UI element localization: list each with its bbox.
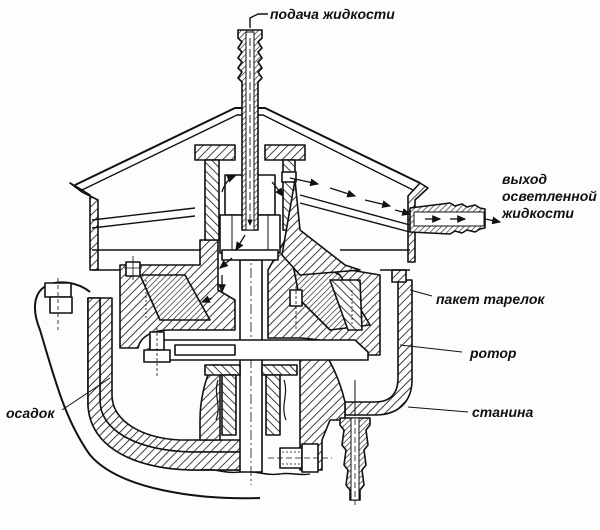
rotor-bolts xyxy=(124,256,303,378)
outlet-nozzle xyxy=(409,202,486,235)
main-shaft xyxy=(239,250,263,485)
bearings xyxy=(204,364,298,436)
label-outlet-line1: выход xyxy=(502,171,547,187)
central-cap xyxy=(194,144,361,276)
label-sediment: осадок xyxy=(6,405,55,421)
frame-housing xyxy=(33,269,413,500)
label-outlet-line2: осветленной xyxy=(502,188,597,204)
leader-lines xyxy=(61,289,469,413)
label-rotor: ротор xyxy=(469,345,517,361)
inlet-pipe xyxy=(237,13,268,231)
drain-nozzle xyxy=(339,380,371,505)
label-frame: станина xyxy=(472,404,533,420)
label-inlet: подача жидкости xyxy=(270,6,395,22)
label-disc-stack: пакет тарелок xyxy=(436,291,545,307)
flow-arrows xyxy=(200,175,502,303)
base-bolt xyxy=(268,443,332,473)
label-outlet-line3: жидкости xyxy=(501,205,574,221)
